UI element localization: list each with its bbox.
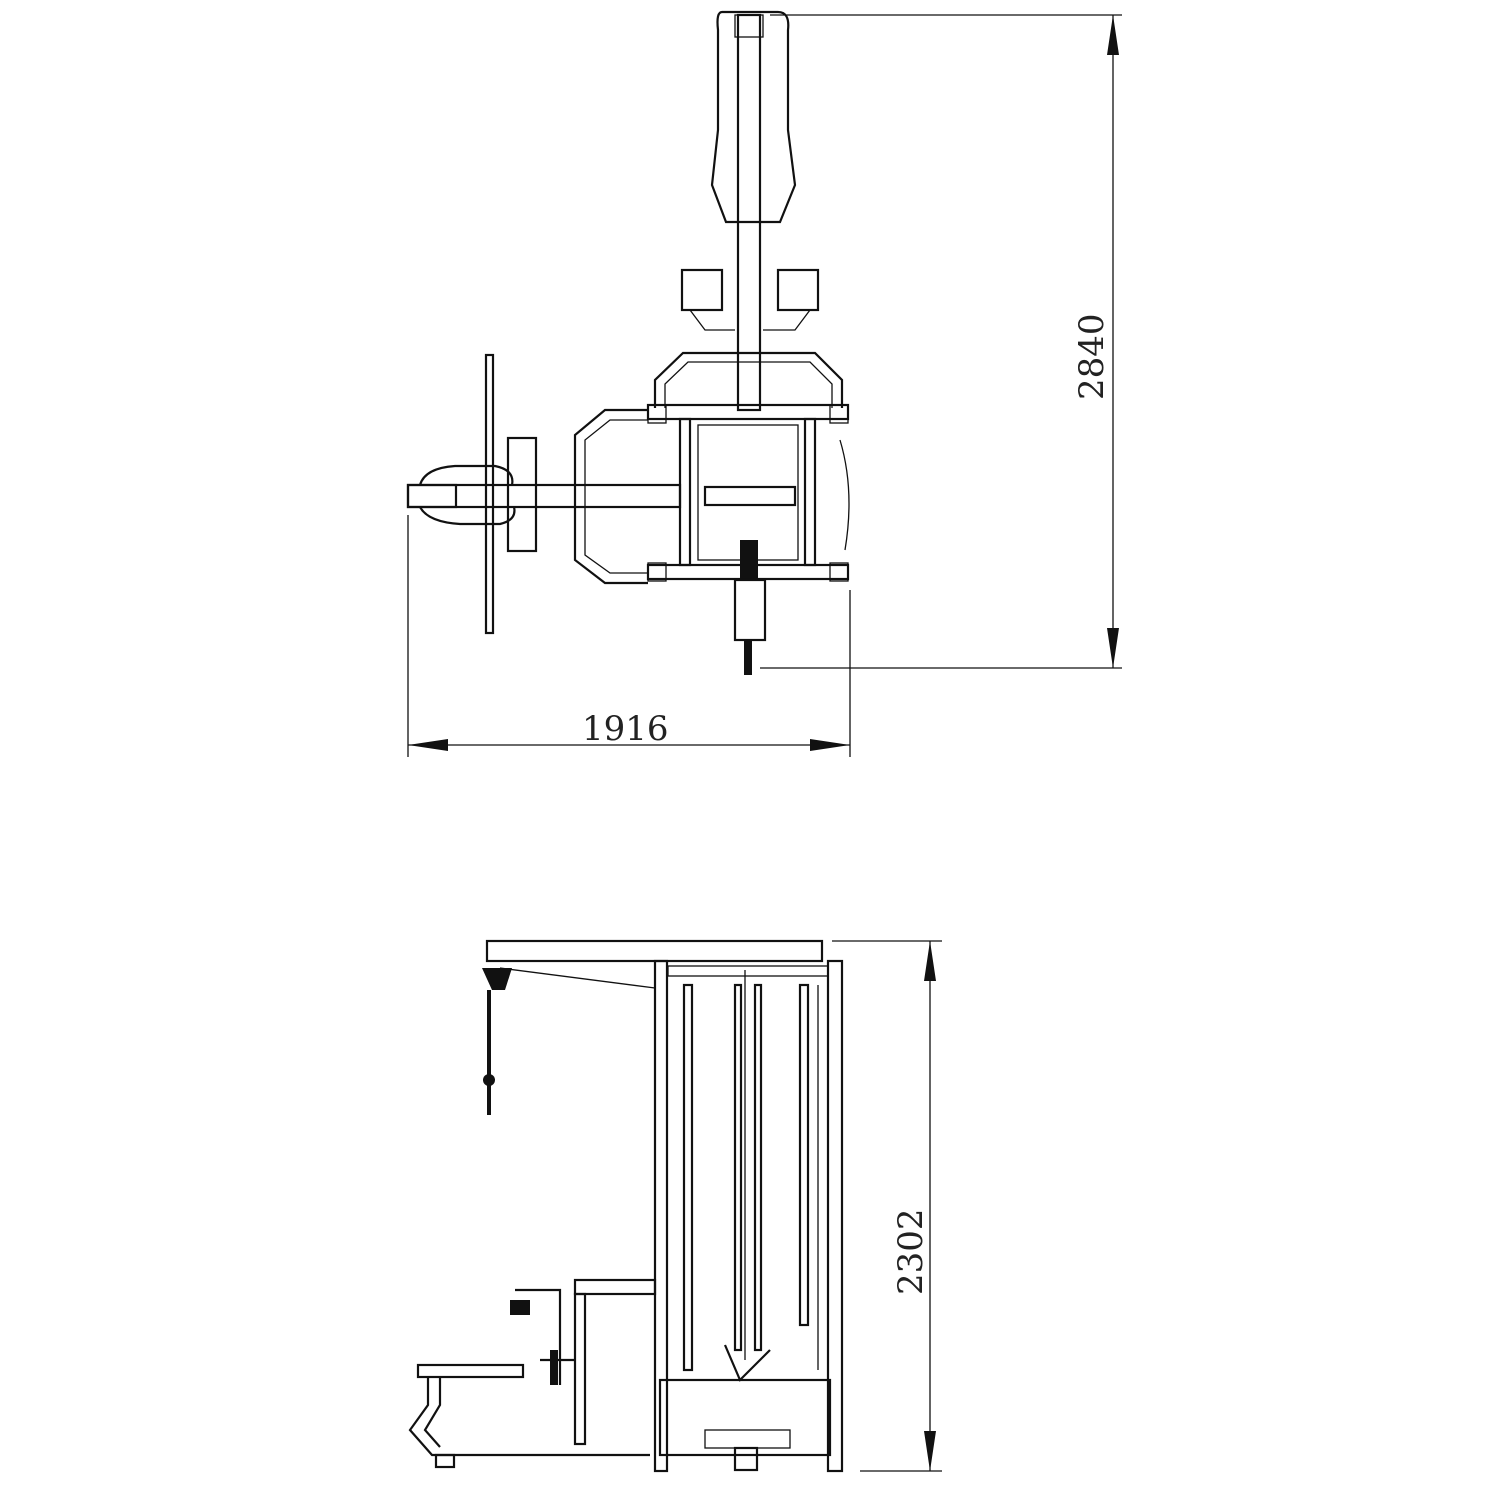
- dimension-width: 1916: [582, 709, 669, 749]
- dimension-height: 2302: [891, 1208, 931, 1295]
- dimension-depth: 2840: [1072, 313, 1112, 400]
- side-view: 2302: [408, 939, 942, 1473]
- top-view: 2840 1916: [406, 10, 1122, 757]
